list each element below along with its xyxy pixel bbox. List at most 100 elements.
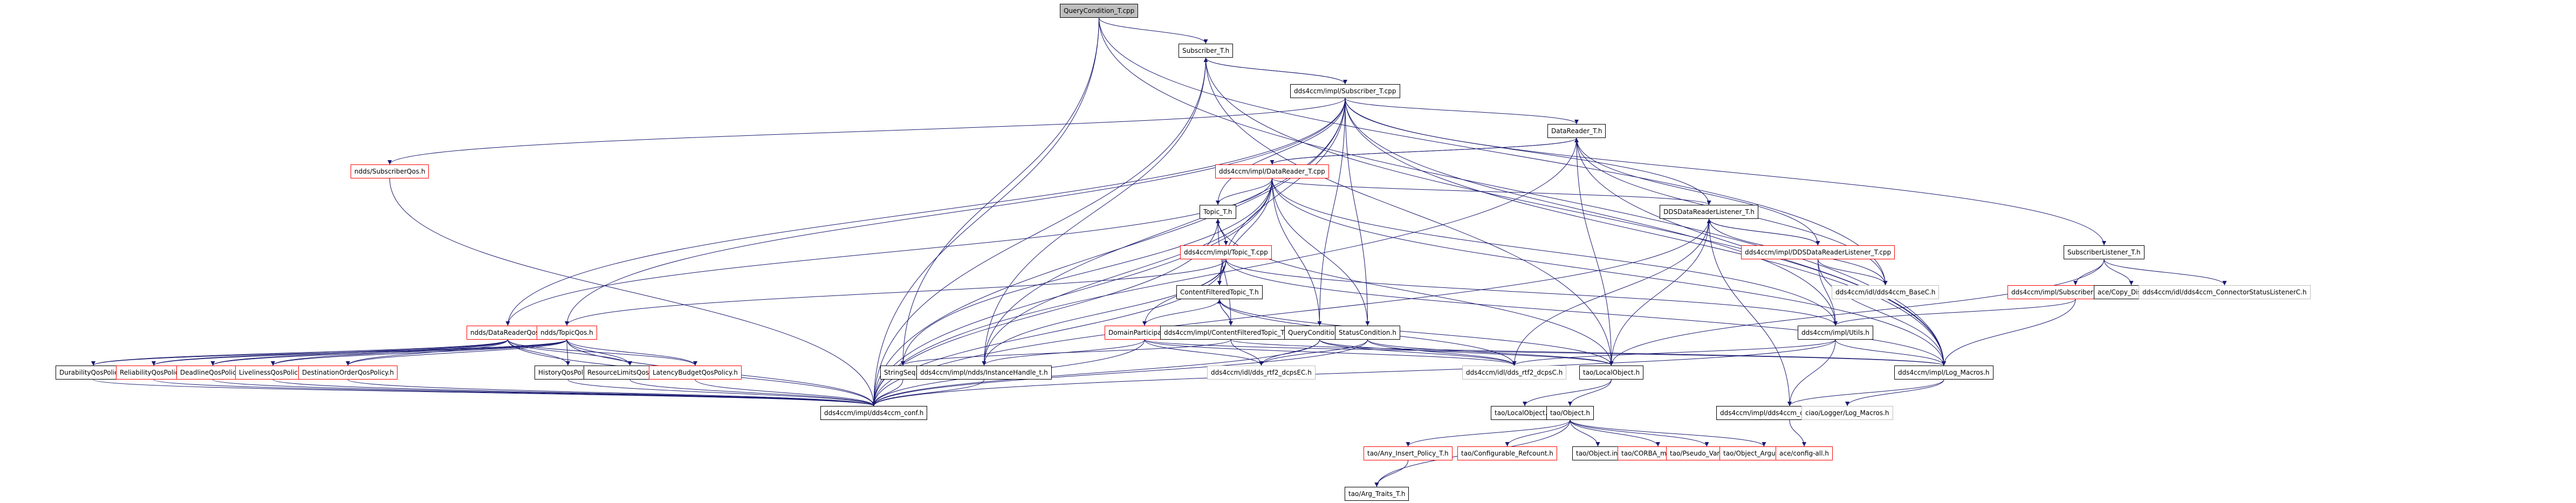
node-ddsdatareaderlistener-t-h[interactable]: DDSDataReaderListener_T.h <box>1660 205 1758 219</box>
node-ddsdatareaderlistener-t-cpp[interactable]: dds4ccm/impl/DDSDataReaderListener_T.cpp <box>1741 245 1895 259</box>
edge-sub_cpp-to-sc_h <box>1345 98 1370 326</box>
node-dds-rtf2-dcpsc-h[interactable]: dds4ccm/idl/dds_rtf2_dcpsC.h <box>1462 366 1567 380</box>
node-tao-arg-traits-t-h[interactable]: tao/Arg_Traits_T.h <box>1345 487 1409 501</box>
edge-topic_cpp-to-logmac <box>1225 259 1946 366</box>
edge-qc_h-to-localobj <box>1319 339 1614 366</box>
edge-sublis_h-to-copydis <box>2104 259 2134 286</box>
edge-topicqos-to-reliab <box>152 339 567 366</box>
edge-destord-to-conf <box>347 379 876 406</box>
node-datareader-t-cpp[interactable]: dds4ccm/impl/DataReader_T.cpp <box>1215 164 1329 178</box>
edge-sub_cpp-to-drqos <box>505 98 1346 326</box>
edge-ddsdrl_cpp-to-basec <box>1818 259 1888 286</box>
edge-implexport-to-configall <box>1789 419 1806 447</box>
edge-object_h-to-cfgref <box>1505 419 1571 447</box>
edge-sc_h-to-dcpsec <box>1259 339 1368 366</box>
node-contentfilteredtopic-t-cpp[interactable]: dds4ccm/impl/ContentFilteredTopic_T.cpp <box>1160 326 1301 340</box>
edge-anyins-to-argtraits <box>1374 460 1408 487</box>
edge-topic_h-to-localobj <box>1217 218 1614 366</box>
edge-dr_cpp-to-conf <box>872 178 1272 406</box>
edge-history-to-conf <box>567 379 876 406</box>
edge-sub_cpp-to-insthandle <box>982 98 1346 366</box>
node-ciao-logger-log-macros-h[interactable]: ciao/Logger/Log_Macros.h <box>1801 406 1893 420</box>
edge-utils-to-dcpsc <box>1512 339 1836 366</box>
node-subscriber-t-h[interactable]: Subscriber_T.h <box>1179 44 1234 58</box>
edge-sc_h-to-conf <box>872 339 1368 406</box>
edge-topicqos-to-durab <box>91 339 567 366</box>
edge-dp_h-to-dcpsec <box>1144 339 1264 366</box>
edge-dr_cpp-to-logmac <box>1272 178 1946 366</box>
edge-sub_h-to-logmac <box>1205 57 1946 366</box>
edge-sc_h-to-dcpsc <box>1367 339 1517 366</box>
edge-dr_h-to-localobj <box>1576 137 1614 366</box>
edge-ddsdrl_cpp-to-ddsdrl_h <box>1707 218 1818 246</box>
node-latencybudgetqospolicy-h[interactable]: LatencyBudgetQosPolicy.h <box>649 366 742 380</box>
edge-object_h-to-anyins <box>1406 419 1571 447</box>
edge-topicqos-to-latency <box>566 339 697 366</box>
edge-dr_cpp-to-drqos <box>505 178 1272 326</box>
edge-sub_cpp-to-dr_h <box>1345 98 1579 125</box>
node-topicqos-h[interactable]: ndds/TopicQos.h <box>537 326 597 340</box>
node-connectorstatuslistenerc-h[interactable]: dds4ccm/idl/dds4ccm_ConnectorStatusListe… <box>2139 285 2311 299</box>
edge-sub_cpp-to-utils <box>1345 98 1838 326</box>
edge-reliab-to-conf <box>153 379 876 406</box>
edge-sub_cpp-to-subqos <box>387 98 1346 165</box>
edge-qc_cpp-to-conf <box>872 17 1099 406</box>
edge-logmac-to-implexport <box>1787 379 1944 406</box>
node-destinationorderqospolicy-h[interactable]: DestinationOrderQosPolicy.h <box>298 366 398 380</box>
edge-topicqos-to-liveli <box>271 339 567 366</box>
node-instancehandle-t-h[interactable]: dds4ccm/impl/ndds/InstanceHandle_t.h <box>916 366 1052 380</box>
node-utils-h[interactable]: dds4ccm/impl/Utils.h <box>1798 326 1873 340</box>
edge-ddsdrl_cpp-to-utils <box>1818 259 1838 326</box>
edge-cft_cpp-to-logmac <box>1230 339 1946 366</box>
edge-cft_h-to-localobj <box>1219 299 1614 366</box>
edge-utils-to-implexport <box>1787 339 1836 406</box>
edge-qc_cpp-to-sub_h <box>1099 17 1208 44</box>
node-tao-localobject-h[interactable]: tao/LocalObject.h <box>1579 366 1644 380</box>
edge-ddsdrl_h-to-localobj <box>1609 218 1709 366</box>
edge-cft_cpp-to-cft_h <box>1217 299 1231 326</box>
node-contentfilteredtopic-t-h[interactable]: ContentFilteredTopic_T.h <box>1176 285 1263 299</box>
edge-sub_cpp-to-qc_h <box>1317 98 1346 326</box>
edge-utils-to-conf <box>872 339 1836 406</box>
node-topic-t-h[interactable]: Topic_T.h <box>1200 205 1236 219</box>
edge-object_h-to-objinl <box>1570 419 1600 447</box>
node-tao-object-h[interactable]: tao/Object.h <box>1546 406 1594 420</box>
node-configurable-refcount-h[interactable]: tao/Configurable_Refcount.h <box>1457 446 1557 460</box>
edge-cft_h-to-dp_h <box>1142 299 1220 326</box>
node-dds4ccm-basec-h[interactable]: dds4ccm/idl/dds4ccm_BaseC.h <box>1832 285 1940 299</box>
edge-object_h-to-pseudo <box>1570 419 1709 447</box>
edge-dr_cpp-to-sc_h <box>1272 178 1370 326</box>
node-tao-object-inl[interactable]: tao/Object.inl <box>1572 446 1623 460</box>
edge-object_h-to-objarg <box>1570 419 1766 447</box>
edge-sub_h-to-insthandle <box>982 57 1206 366</box>
edge-dr_cpp-to-dr_h <box>1272 137 1579 165</box>
node-subscriberlistener-t-h[interactable]: SubscriberListener_T.h <box>2064 245 2145 259</box>
node-ace-config-all-h[interactable]: ace/config-all.h <box>1776 446 1833 460</box>
node-datareaderqos-h[interactable]: ndds/DataReaderQos.h <box>467 326 549 340</box>
node-any-insert-policy-t-h[interactable]: tao/Any_Insert_Policy_T.h <box>1364 446 1453 460</box>
edge-sublis_h-to-cslc <box>2104 259 2227 286</box>
edge-localobj-to-object_h <box>1568 379 1612 406</box>
edge-topic_cpp-to-utils <box>1225 259 1838 326</box>
edge-sublis_h-to-localobj <box>1609 259 2105 366</box>
node-dds4ccm-conf-h[interactable]: dds4ccm/impl/dds4ccm_conf.h <box>820 406 928 420</box>
node-datareader-t-h[interactable]: DataReader_T.h <box>1547 124 1606 138</box>
node-querycondition-t-cpp[interactable]: QueryCondition_T.cpp <box>1060 4 1139 18</box>
edge-sublis_h-to-sublis_cpp <box>2073 259 2105 286</box>
edge-sub_h-to-conf <box>872 57 1206 406</box>
edge-dr_h-to-conf <box>872 137 1577 406</box>
node-statuscondition-h[interactable]: StatusCondition.h <box>1335 326 1400 340</box>
edge-sublis_cpp-to-logmac <box>1942 299 2076 366</box>
node-dds-rtf2-dcpsec-h[interactable]: dds4ccm/idl/dds_rtf2_dcpsEC.h <box>1207 366 1316 380</box>
edge-reslim-to-conf <box>629 379 876 406</box>
edge-topicqos-to-destord <box>346 339 567 366</box>
node-subscriber-t-cpp[interactable]: dds4ccm/impl/Subscriber_T.cpp <box>1290 84 1400 98</box>
edge-insthandle-to-conf <box>872 379 984 406</box>
edge-drqos-to-destord <box>346 339 508 366</box>
edge-dp_h-to-dcpsc <box>1144 339 1517 366</box>
node-subscriberqos-h[interactable]: ndds/SubscriberQos.h <box>351 164 429 178</box>
edge-liveli-to-conf <box>272 379 876 406</box>
node-topic-t-cpp[interactable]: dds4ccm/impl/Topic_T.cpp <box>1180 245 1272 259</box>
node-log-macros-h[interactable]: dds4ccm/impl/Log_Macros.h <box>1894 366 1993 380</box>
edge-dr_cpp-to-qc_h <box>1272 178 1322 326</box>
